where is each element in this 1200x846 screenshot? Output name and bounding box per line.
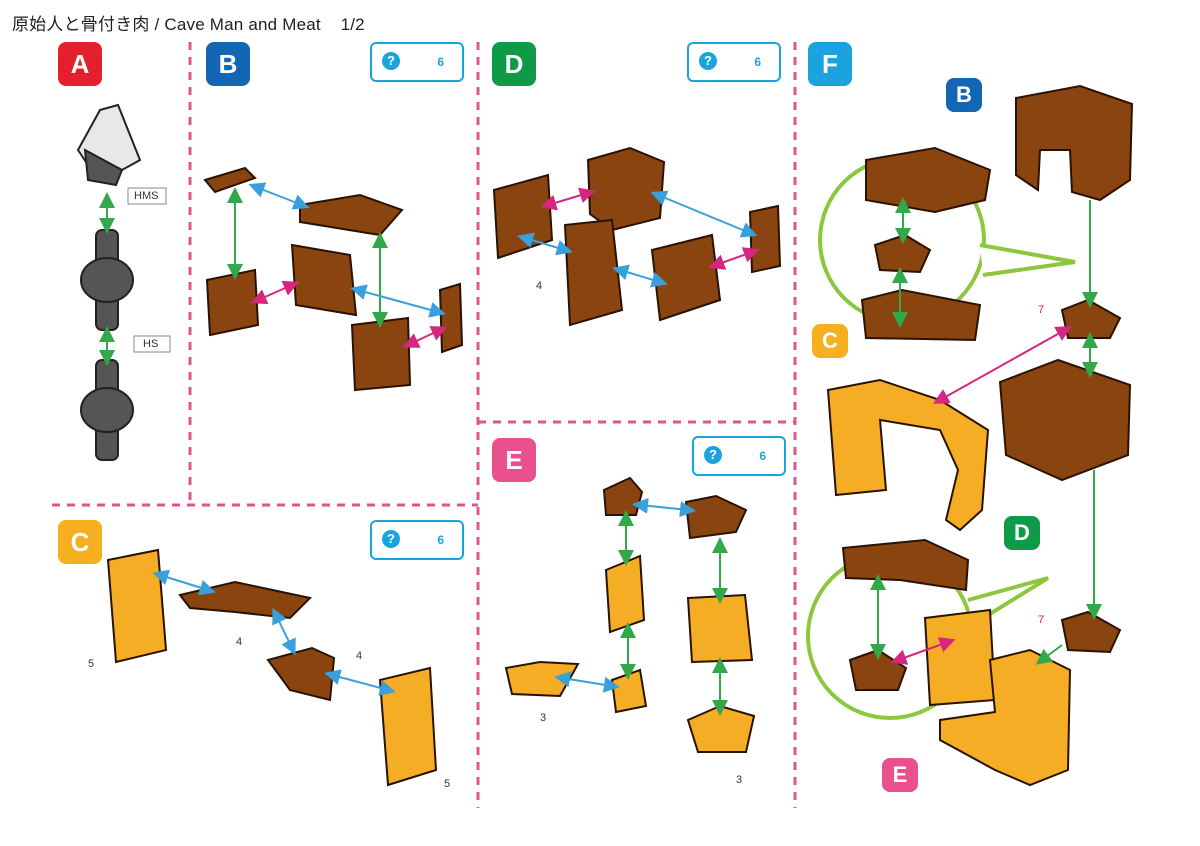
callout-c-label: C	[822, 328, 838, 353]
hint-number-c: 6	[437, 533, 444, 547]
b-piece-5	[350, 316, 412, 392]
step-badge-c: C	[58, 520, 102, 564]
label-c-bottom: 5	[444, 778, 451, 790]
panel-b-pieces	[203, 166, 464, 392]
f-assembly-d	[998, 358, 1132, 482]
title-text: 原始人と骨付き肉 / Cave Man and Meat	[12, 15, 321, 34]
step-a-label: A	[70, 48, 90, 79]
b-piece-3	[290, 243, 358, 317]
label-e-left: 3	[540, 712, 547, 724]
panel-dividers	[52, 42, 797, 808]
b-piece-2	[299, 193, 404, 237]
page-title: 原始人と骨付き肉 / Cave Man and Meat 1/2	[12, 10, 365, 35]
step-badge-d: D	[492, 42, 536, 86]
hs-tag	[133, 335, 171, 353]
label-hs: HS	[143, 338, 159, 350]
f-assembly-c	[826, 378, 990, 532]
d-piece-2	[492, 173, 554, 260]
d-piece-1	[586, 146, 666, 232]
panel-c-pieces	[106, 548, 438, 787]
callout-e: E	[882, 758, 918, 792]
question-icon: ?	[382, 52, 400, 70]
f-piece-top-7	[1060, 298, 1122, 339]
label-c-left: 5	[88, 658, 95, 670]
label-d-piece: 4	[536, 280, 543, 292]
head-base	[83, 148, 124, 187]
step-badge-b: B	[206, 42, 250, 86]
hms-tag	[127, 187, 167, 205]
hint-box-b[interactable]: ? 6	[370, 42, 464, 82]
panel-e-pieces	[504, 476, 756, 753]
callout-d: D	[1004, 516, 1040, 550]
hint-box-c[interactable]: ? 6	[370, 520, 464, 560]
step-e-label: E	[505, 444, 523, 475]
hint-number-b: 6	[437, 55, 444, 69]
f-piece-bottom-7	[1060, 610, 1122, 654]
f-assembly-b	[1015, 84, 1134, 202]
b-piece-6	[438, 282, 464, 354]
panel-f-content	[806, 84, 1134, 787]
hint-box-e[interactable]: ? 6	[692, 436, 786, 476]
c-piece-4	[378, 666, 438, 787]
callout-b: B	[946, 78, 982, 112]
body-bulge-lower	[80, 387, 134, 433]
callout-e-label: E	[892, 762, 908, 787]
panel-e-arrows	[554, 497, 728, 716]
question-icon: ?	[382, 530, 400, 548]
e-piece-3	[604, 554, 646, 634]
step-b-label: B	[218, 48, 238, 79]
d-piece-4	[650, 233, 722, 322]
step-f-label: F	[822, 48, 838, 79]
label-c-mid: 4	[236, 636, 243, 648]
step-c-label: C	[70, 526, 90, 557]
c-piece-3	[266, 646, 336, 702]
panel-a-figure	[76, 103, 171, 461]
panel-b-arrows	[227, 182, 448, 348]
f-zoom-top-cap	[865, 146, 992, 214]
callout-b-label: B	[956, 82, 972, 107]
question-icon: ?	[699, 52, 717, 70]
label-f-top: 7	[1038, 304, 1045, 316]
step-badge-f: F	[808, 42, 852, 86]
step-badge-a: A	[58, 42, 102, 86]
e-piece-2	[684, 494, 748, 540]
hint-box-d[interactable]: ? 6	[687, 42, 781, 82]
e-piece-1	[602, 476, 644, 516]
callout-d-label: D	[1014, 520, 1030, 545]
hint-number-e: 6	[759, 449, 766, 463]
b-piece-1	[203, 166, 257, 194]
zoom-pointer-top	[979, 243, 1076, 277]
step-d-label: D	[504, 48, 524, 79]
e-piece-7	[686, 704, 756, 753]
label-f-bottom: 7	[1038, 614, 1045, 626]
panel-d-pieces	[492, 146, 782, 327]
label-c-right: 4	[356, 650, 363, 662]
f-zoom-bottom-orange	[923, 608, 997, 707]
c-piece-1	[106, 548, 168, 664]
d-piece-5	[748, 204, 782, 274]
label-e-right: 3	[736, 774, 743, 786]
label-hms: HMS	[134, 190, 159, 202]
d-piece-3	[563, 218, 624, 327]
panel-c-arrows	[152, 569, 396, 696]
body-bulge-upper	[80, 257, 134, 303]
step-badge-e: E	[492, 438, 536, 482]
b-piece-4	[205, 268, 260, 337]
e-piece-6	[610, 668, 648, 714]
callout-c: C	[812, 324, 848, 358]
page-number: 1/2	[340, 15, 365, 34]
e-piece-4	[686, 593, 754, 664]
panel-d-arrows	[517, 187, 760, 288]
question-icon: ?	[704, 446, 722, 464]
hint-number-d: 6	[754, 55, 761, 69]
